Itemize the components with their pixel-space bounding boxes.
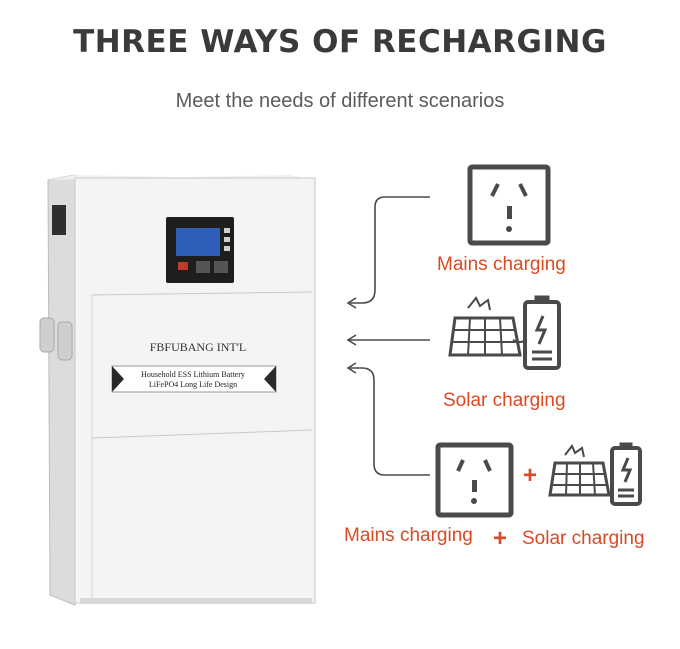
combined-solar-label: Solar charging [522,528,645,549]
plus-icon: + [523,462,538,489]
battery-cabinet-image [39,174,316,606]
solar-panel-battery-icon [448,295,561,370]
solar-charging-label: Solar charging [443,390,566,411]
power-outlet-icon [467,164,551,246]
product-label-line1: Household ESS Lithium Battery [141,370,245,379]
product-brand: FBFUBANG INT'L [150,340,247,354]
mains-charging-label: Mains charging [437,254,566,275]
solar-panel-battery-icon-combined [548,442,642,506]
power-outlet-icon-combined [435,442,514,518]
combined-mains-label: Mains charging [344,525,473,546]
page-title: THREE WAYS OF RECHARGING [73,24,607,60]
page-subtitle: Meet the needs of different scenarios [175,90,505,112]
product-label-line2: LiFePO4 Long Life Design [149,380,237,389]
connector-arrows [346,196,430,476]
combined-plus-sign: + [493,525,508,552]
